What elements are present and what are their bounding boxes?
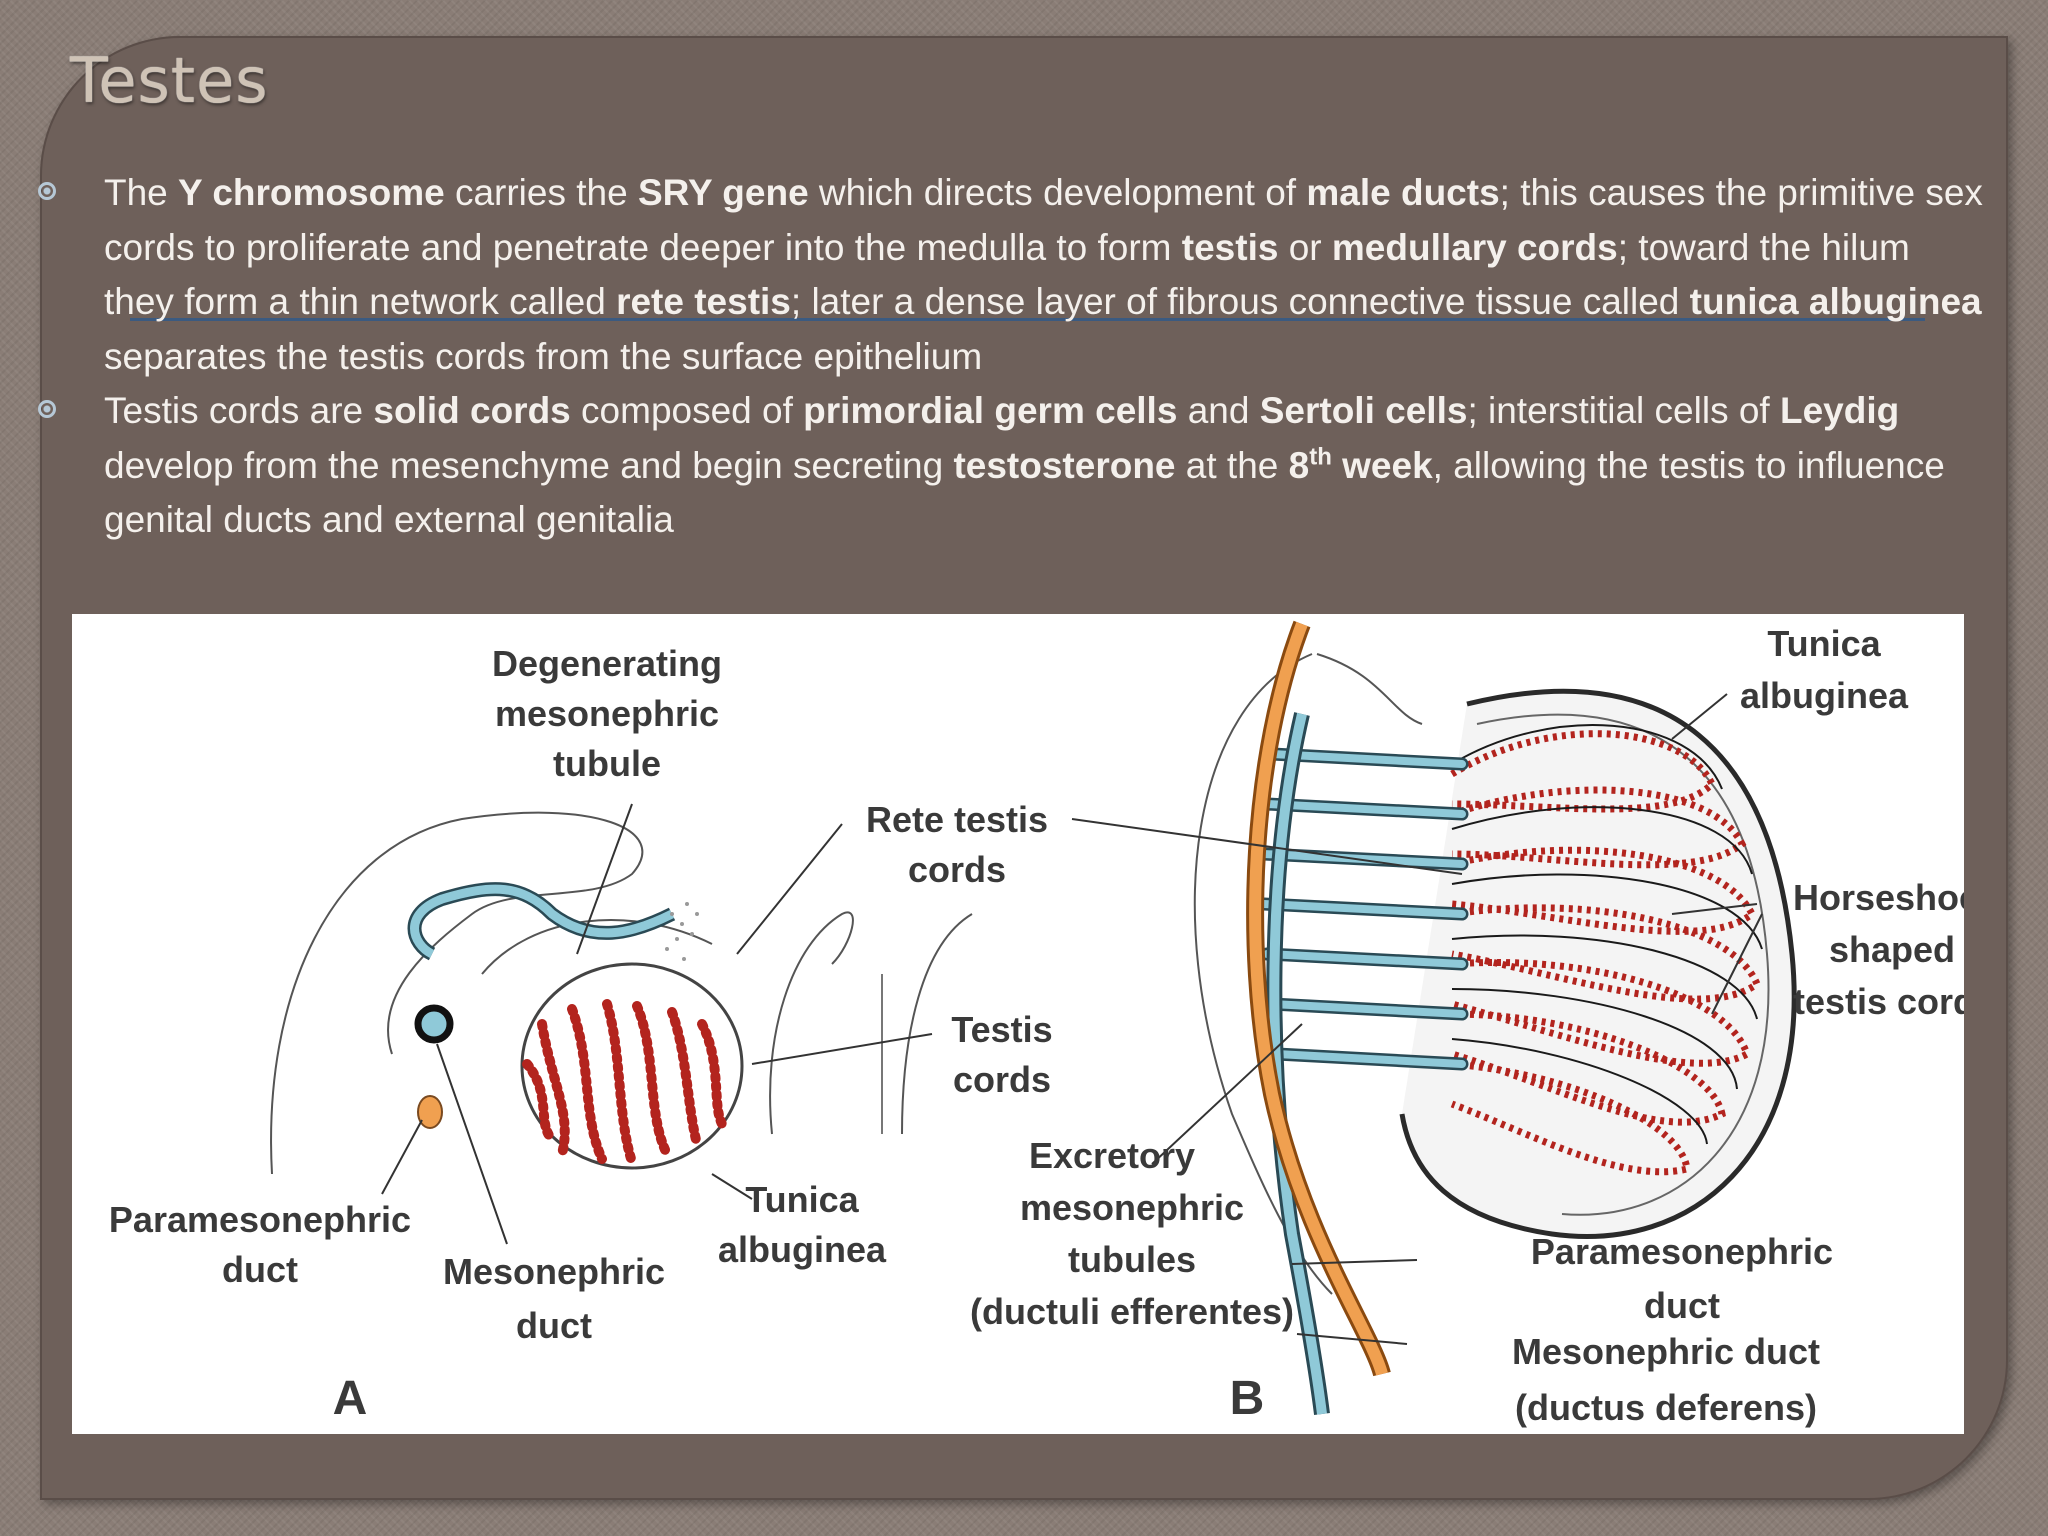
label-horseshoe-1: Horseshoe- — [1793, 877, 1964, 918]
label-degenerating-2: mesonephric — [495, 693, 719, 734]
label-paramesonephric-a-2: duct — [222, 1249, 298, 1290]
bullet-item: Testis cords are solid cords composed of… — [0, 384, 1984, 548]
testis-cords-a — [522, 999, 727, 1167]
label-testis-cords-1: Testis — [951, 1009, 1052, 1050]
mesonephric-tubule-fill — [410, 884, 675, 959]
bullet-text: ; later a dense layer of fibrous connect… — [790, 281, 1690, 322]
figure-svg: Degenerating mesonephric tubule Rete tes… — [109, 620, 1964, 1428]
label-tunica-a-2: albuginea — [718, 1229, 887, 1270]
bullet-text: ; interstitial cells of — [1467, 390, 1780, 431]
panel-a-leader-lines — [381, 803, 933, 1245]
label-degenerating-1: Degenerating — [492, 643, 722, 684]
tunica-albuginea-b — [1476, 713, 1770, 1216]
label-excretory-2: mesonephric — [1020, 1187, 1244, 1228]
bullet-text: at the — [1175, 444, 1289, 486]
gonad-ridge-outline — [481, 919, 713, 975]
panel-a-letter: A — [333, 1372, 368, 1425]
label-mesonephric-a-2: duct — [516, 1305, 592, 1346]
bullet-bold-text: testosterone — [953, 444, 1176, 486]
bullet-text: ; toward the hilum they form a thin netw… — [104, 226, 1910, 323]
bullet-text: carries the — [444, 172, 638, 213]
bullet-marker-icon — [38, 182, 56, 200]
label-horseshoe-3: testis cords — [1793, 981, 1964, 1022]
bullet-bold-text: testis — [1181, 226, 1279, 268]
label-rete-testis-1: Rete testis — [866, 799, 1048, 840]
bullet-text: which directs development of — [808, 172, 1307, 213]
urogenital-ridge-outline — [270, 811, 644, 1175]
gut-outline-right — [901, 913, 973, 1135]
label-excretory-1: Excretory — [1029, 1135, 1195, 1176]
bullet-item: The Y chromosome carries the SRY gene wh… — [0, 166, 1984, 384]
bullet-bold-text: Y chromosome — [178, 172, 445, 213]
bullet-bold-text: Leydig — [1780, 390, 1900, 431]
label-mesonephric-b-1: Mesonephric duct — [1512, 1331, 1820, 1372]
mesentery-top — [1316, 653, 1423, 725]
paramesonephric-duct-section — [417, 1095, 443, 1129]
bullet-bold-text: Sertoli cells — [1259, 390, 1468, 431]
panel-b-leader-lines — [1071, 693, 1763, 1345]
bullet-bold-text: rete testis — [616, 281, 791, 322]
label-excretory-4: (ductuli efferentes) — [970, 1291, 1294, 1332]
bullet-superscript: th — [1309, 443, 1332, 471]
bullet-text: The — [104, 172, 179, 213]
label-excretory-3: tubules — [1068, 1239, 1196, 1280]
horseshoe-testis-cords — [1450, 730, 1762, 1176]
bullet-bold-text: SRY gene — [637, 172, 809, 213]
label-tunica-a-1: Tunica — [745, 1179, 859, 1220]
bullet-text: Testis cords are — [104, 390, 374, 431]
panel-a-drawing: Degenerating mesonephric tubule Rete tes… — [109, 643, 1053, 1425]
label-mesonephric-b-2: (ductus deferens) — [1515, 1387, 1817, 1428]
hand-drawn-underline — [130, 318, 1925, 321]
bullet-bold-text: medullary cords — [1331, 226, 1618, 268]
bullet-bold-text: 8 — [1288, 444, 1310, 486]
bullet-text: , allowing the testis to influence genit… — [104, 444, 1945, 541]
panel-b-drawing: Tunica albuginea Horseshoe- shaped testi… — [970, 620, 1964, 1428]
bullet-list: The Y chromosome carries the SRY gene wh… — [0, 166, 2000, 548]
bullet-bold-text: primordial germ cells — [803, 390, 1178, 431]
testis-development-figure: Degenerating mesonephric tubule Rete tes… — [72, 614, 1964, 1434]
label-tunica-b-1: Tunica — [1767, 623, 1881, 664]
panel-b-letter: B — [1230, 1372, 1265, 1425]
rete-dots — [665, 902, 699, 961]
testis-b-outline — [1399, 688, 1797, 1240]
bullet-text: composed of — [570, 390, 804, 431]
paramesonephric-duct-b-fill — [1249, 621, 1388, 1376]
bullet-bold-text: solid cords — [373, 390, 571, 431]
horseshoe-cord-outlines — [1451, 724, 1763, 1145]
slide-title: Testes — [70, 44, 269, 117]
bullet-text: develop from the mesenchyme and begin se… — [104, 444, 954, 486]
bullet-text: separates the testis cords from the surf… — [104, 335, 983, 377]
bullet-marker-icon — [38, 400, 56, 418]
bullet-bold-text: tunica albuginea — [1689, 281, 1982, 322]
label-paramesonephric-b-2: duct — [1644, 1285, 1720, 1326]
bullet-text: and — [1177, 390, 1260, 431]
label-paramesonephric-b-1: Paramesonephric — [1531, 1231, 1833, 1272]
bullet-text: or — [1278, 226, 1332, 268]
label-mesonephric-a-1: Mesonephric — [443, 1251, 665, 1292]
bullet-bold-text: male ducts — [1306, 172, 1500, 213]
gut-outline-left — [769, 911, 854, 1135]
label-rete-testis-2: cords — [908, 849, 1006, 890]
excretory-tubules-fill — [1260, 750, 1466, 1068]
bullet-text: ; this causes the primitive sex cords to… — [104, 172, 1983, 268]
label-tunica-b-2: albuginea — [1740, 675, 1909, 716]
label-paramesonephric-a-1: Paramesonephric — [109, 1199, 411, 1240]
label-degenerating-3: tubule — [553, 743, 661, 784]
bullet-bold-text: week — [1331, 444, 1433, 486]
mesonephric-duct-section — [414, 1004, 454, 1044]
label-testis-cords-2: cords — [953, 1059, 1051, 1100]
label-horseshoe-2: shaped — [1829, 929, 1955, 970]
